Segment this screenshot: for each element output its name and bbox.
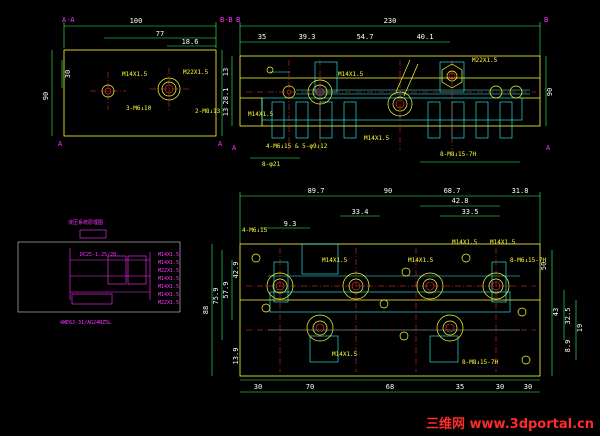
- svg-text:A: A: [58, 140, 63, 148]
- front-right3-dim: 8.9: [564, 340, 572, 353]
- front-label-tl: 4-M6↓15: [242, 227, 268, 234]
- left-view-port-a: M22X1.5: [183, 69, 209, 76]
- schematic-left-label: DC25-1.25/20: [80, 252, 116, 258]
- watermark-url: www.3dportal.cn: [469, 417, 594, 432]
- left-view-height-dim: 90: [42, 92, 50, 100]
- top-view-d1-dim: 35: [258, 33, 266, 41]
- hydraulic-schematic: 液压系统原理图 DC25-1.25/20 M14X1.5 M14X1.5 M22…: [17, 219, 181, 326]
- top-view-d3-dim: 54.7: [357, 33, 374, 41]
- front-bottom5-dim: 30: [496, 383, 504, 391]
- svg-text:A: A: [218, 140, 223, 148]
- schematic-title: 液压系统原理图: [68, 219, 103, 226]
- left-view-width-dim: 100: [130, 17, 143, 25]
- front-right2-dim: 32.5: [564, 308, 572, 325]
- front-left5-dim: 13.9: [232, 348, 240, 365]
- front-right1-dim: 43: [552, 308, 560, 316]
- front-bottom2-dim: 70: [306, 383, 314, 391]
- top-view-d4-dim: 40.1: [417, 33, 434, 41]
- svg-text:B-B: B-B: [220, 16, 233, 24]
- front-bottom3-dim: 68: [386, 383, 394, 391]
- left-view-port-p: M14X1.5: [122, 71, 148, 78]
- svg-text:B: B: [544, 16, 548, 24]
- front-top3-dim: 68.7: [444, 187, 461, 195]
- left-view-thread-a: 3-M6↓10: [126, 105, 152, 112]
- front-right5-dim: 50: [540, 262, 548, 270]
- top-view-height-dim: 90: [546, 88, 554, 96]
- top-view-d2-dim: 39.3: [299, 33, 316, 41]
- schematic-right-label-2: M14X1.5: [158, 260, 179, 266]
- front-top5-dim: 33.4: [352, 208, 369, 216]
- top-view-port-e: M14X1.5: [364, 135, 390, 142]
- front-bottom1-dim: 30: [254, 383, 262, 391]
- svg-text:A-A: A-A: [62, 16, 75, 24]
- svg-text:A: A: [546, 144, 551, 152]
- left-view-mid-dim: 30: [64, 70, 72, 78]
- front-top1-dim: 89.7: [308, 187, 325, 195]
- front-label-bottom-bolts: 8-M8↓15-7H: [462, 359, 499, 366]
- top-view: 230 35 39.3 54.7 40.1 90 13 13 M14X1.5 M…: [222, 16, 554, 168]
- schematic-right-label-3: M22X1.5: [158, 268, 179, 274]
- front-label-p3: M14X1.5: [452, 239, 478, 246]
- svg-text:B: B: [236, 16, 240, 24]
- front-right4-dim: 19: [576, 324, 584, 332]
- watermark-cn: 三维网: [425, 417, 465, 432]
- front-label-p5: M14X1.5: [332, 351, 358, 358]
- front-top6-dim: 42.8: [452, 197, 469, 205]
- top-view-bolt-holes: 8-M8↓15-7H: [440, 151, 477, 158]
- front-label-rt: 8-M6↓15-7H: [510, 257, 547, 264]
- left-side-view: 100 77 18.6 90 30 28.1 M14X1.5 M22X1.5 3…: [42, 16, 233, 148]
- front-bottom4-dim: 35: [456, 383, 464, 391]
- front-top2-dim: 90: [384, 187, 392, 195]
- front-view: 89.7 90 68.7 31.8 42.8 33.5 33.4 9.3 30 …: [202, 187, 584, 393]
- schematic-right-label-6: M14X1.5: [158, 292, 179, 298]
- front-label-p2: M14X1.5: [408, 257, 434, 264]
- watermark: 三维网 www.3dportal.cn: [426, 413, 594, 432]
- front-left3-dim: 57.9: [222, 282, 230, 299]
- front-label-p1: M14X1.5: [322, 257, 348, 264]
- schematic-right-label-4: M14X1.5: [158, 276, 179, 282]
- front-bottom6-dim: 30: [524, 383, 532, 391]
- left-view-d2-dim: 77: [156, 30, 164, 38]
- left-view-mid2-dim: 28.1: [222, 88, 230, 105]
- schematic-bottom-label: 4WE6J-31/AG24NZ5L: [60, 320, 111, 326]
- front-top4-dim: 31.8: [512, 187, 529, 195]
- front-top8-dim: 9.3: [284, 220, 297, 228]
- front-left4-dim: 42.9: [232, 262, 240, 279]
- left-view-thread-b: 2-M8↓13: [195, 108, 221, 115]
- top-view-v1-dim: 13: [222, 108, 230, 116]
- top-view-width-dim: 230: [384, 17, 397, 25]
- front-left2-dim: 75.9: [212, 288, 220, 305]
- top-view-port-d: M22X1.5: [472, 57, 498, 64]
- left-view-d3-dim: 18.6: [182, 38, 199, 46]
- top-view-port-c: M14X1.5: [338, 71, 364, 78]
- top-view-mount-holes: 4-M6↓15 & 5-φ9↓12: [266, 143, 328, 150]
- svg-text:A: A: [232, 144, 237, 152]
- front-left1-dim: 88: [202, 306, 210, 314]
- top-view-bottom-holes: 8-φ21: [262, 161, 280, 168]
- front-top7-dim: 33.5: [462, 208, 479, 216]
- schematic-right-label-5: M14X1.5: [158, 284, 179, 290]
- top-view-side-port: M14X1.5: [248, 111, 274, 118]
- top-view-v2-dim: 13: [222, 68, 230, 76]
- schematic-right-label-7: M22X1.5: [158, 300, 179, 306]
- schematic-right-label-1: M14X1.5: [158, 252, 179, 258]
- front-label-p4: M14X1.5: [490, 239, 516, 246]
